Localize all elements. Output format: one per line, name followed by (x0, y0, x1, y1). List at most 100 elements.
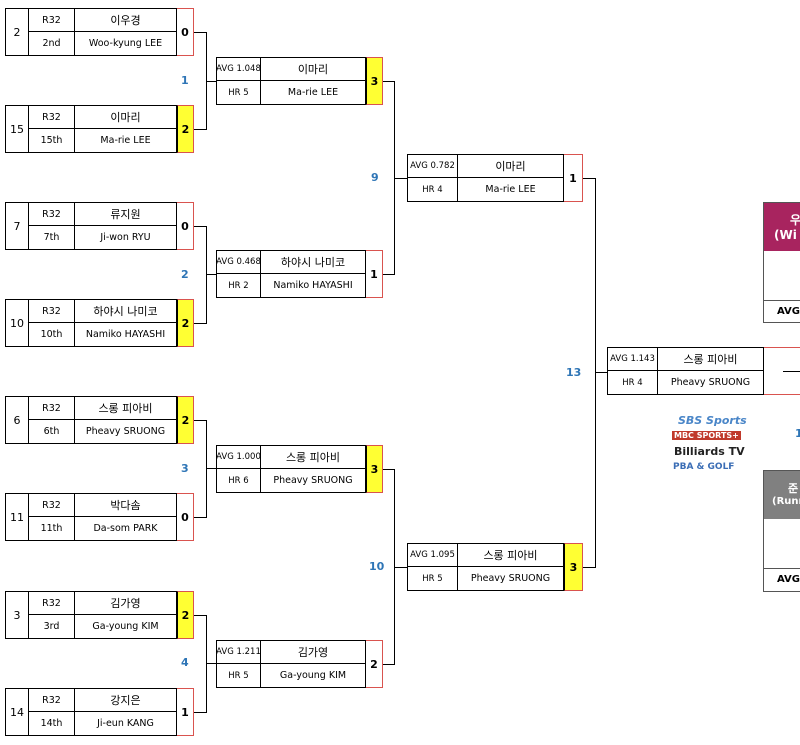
rank-label: 15th (29, 129, 75, 152)
round-label: R32 (29, 9, 75, 32)
r1-player-card-3: 7 R32 7th 류지원 Ji-won RYU (5, 202, 177, 250)
player-name-en: Ma-rie LEE (287, 87, 339, 98)
player-name-ko: 스롱 피아비 (658, 348, 763, 371)
runnerup-header: 준 (Runn (764, 471, 800, 519)
pba-golf-logo: PBA & GOLF (673, 462, 735, 472)
player-name-en: Da-som PARK (93, 523, 158, 534)
avg-stat: AVG 1.048 (216, 58, 261, 81)
score-box: 0 (177, 8, 194, 56)
score-box: 3 (366, 57, 383, 105)
player-name-en: Pheavy SRUONG (85, 426, 166, 437)
bracket-line (383, 664, 395, 665)
round-label: R32 (29, 689, 75, 712)
hr-stat: HR 2 (217, 274, 261, 297)
player-name-ko: 강지은 (75, 689, 176, 712)
match-number: 3 (181, 462, 189, 475)
player-name-en: Ga-young KIM (279, 670, 347, 681)
match-number: 9 (371, 171, 379, 184)
score-box: 2 (177, 591, 194, 639)
player-name-ko: 김가영 (261, 641, 365, 664)
rank-label: 3rd (29, 615, 75, 638)
score-box: 0 (177, 493, 194, 541)
runnerup-title-line2: (Runn (772, 496, 800, 507)
player-name-ko: 김가영 (75, 592, 176, 615)
r2-player-card-1: AVG 1.048 HR 5 이마리 Ma-rie LEE (216, 57, 366, 105)
avg-stat: AVG 0.468 (216, 251, 261, 274)
round-label: R32 (29, 494, 75, 517)
player-name-ko: 스롱 피아비 (261, 446, 365, 469)
seed-number: 3 (6, 592, 29, 638)
player-name-en: Ma-rie LEE (485, 184, 536, 195)
bracket-line (194, 129, 207, 130)
bracket-line (194, 615, 207, 616)
avg-stat: AVG 1.000 (216, 446, 261, 469)
player-name-ko: 스롱 피아비 (75, 397, 176, 420)
bracket-line (194, 420, 207, 421)
bracket-line (383, 81, 395, 82)
rank-label: 7th (29, 226, 75, 249)
bracket-line (394, 178, 407, 179)
seed-number: 14 (6, 689, 29, 735)
runnerup-divider (764, 568, 800, 569)
bracket-line (383, 469, 395, 470)
bracket-line (206, 468, 216, 469)
hr-stat: HR 5 (408, 567, 458, 590)
score-box: 2 (366, 640, 383, 688)
r2-player-card-4: AVG 1.211 HR 5 김가영 Ga-young KIM (216, 640, 366, 688)
sbs-sports-logo: SBS Sports (678, 414, 747, 427)
billiards-tv-logo: Billiards TV (674, 445, 745, 458)
rank-label: 10th (29, 323, 75, 346)
player-name-en: Pheavy SRUONG (470, 573, 551, 584)
side-number: 1 (795, 427, 800, 440)
score-box: 0 (177, 202, 194, 250)
bracket-line (383, 274, 395, 275)
runnerup-panel: 준 (Runn AVG (763, 470, 800, 592)
player-name-ko: 박다솜 (75, 494, 176, 517)
match-number: 13 (566, 366, 582, 379)
avg-stat: AVG 0.782 (408, 155, 458, 178)
score-box: 2 (177, 105, 194, 153)
r3-player-card-2: AVG 1.095 HR 5 스롱 피아비 Pheavy SRUONG (407, 543, 564, 591)
player-name-ko: 하야시 나미코 (75, 300, 176, 323)
player-name-ko: 이마리 (458, 155, 563, 178)
avg-stat: AVG 1.143 (608, 348, 658, 371)
winner-title-line1: 우 (790, 213, 800, 227)
r1-player-card-2: 15 R32 15th 이마리 Ma-rie LEE (5, 105, 177, 153)
avg-stat: AVG 1.095 (408, 544, 458, 567)
hr-stat: HR 5 (217, 664, 261, 687)
player-name-en: Woo-kyung LEE (88, 38, 163, 49)
final-score-box (764, 347, 800, 395)
round-label: R32 (29, 203, 75, 226)
hr-stat: HR 4 (408, 178, 458, 201)
player-name-en: Ji-won RYU (100, 232, 151, 243)
rank-label: 14th (29, 712, 75, 735)
bracket-line (206, 420, 207, 518)
bracket-line (595, 372, 607, 373)
round-label: R32 (29, 300, 75, 323)
bracket-line (206, 81, 216, 82)
seed-number: 10 (6, 300, 29, 346)
score-box: 2 (177, 299, 194, 347)
score-box: 2 (177, 396, 194, 444)
r1-player-card-5: 6 R32 6th 스롱 피아비 Pheavy SRUONG (5, 396, 177, 444)
r1-player-card-4: 10 R32 10th 하야시 나미코 Namiko HAYASHI (5, 299, 177, 347)
bracket-line (206, 226, 207, 324)
r1-player-card-1: 2 R32 2nd 이우경 Woo-kyung LEE (5, 8, 177, 56)
hr-stat: HR 5 (217, 81, 261, 104)
round-label: R32 (29, 397, 75, 420)
player-name-ko: 스롱 피아비 (458, 544, 563, 567)
runnerup-title-line1: 준 (788, 482, 799, 495)
player-name-en: Namiko HAYASHI (85, 329, 166, 340)
seed-number: 2 (6, 9, 29, 55)
bracket-line (783, 371, 800, 372)
bracket-line (583, 567, 596, 568)
player-name-en: Namiko HAYASHI (273, 280, 353, 291)
bracket-line (595, 178, 596, 568)
r1-player-card-6: 11 R32 11th 박다솜 Da-som PARK (5, 493, 177, 541)
bracket-line (194, 517, 207, 518)
player-name-ko: 류지원 (75, 203, 176, 226)
player-name-ko: 이우경 (75, 9, 176, 32)
winner-avg-label: AVG (777, 306, 800, 317)
round-label: R32 (29, 592, 75, 615)
player-name-ko: 하야시 나미코 (261, 251, 365, 274)
